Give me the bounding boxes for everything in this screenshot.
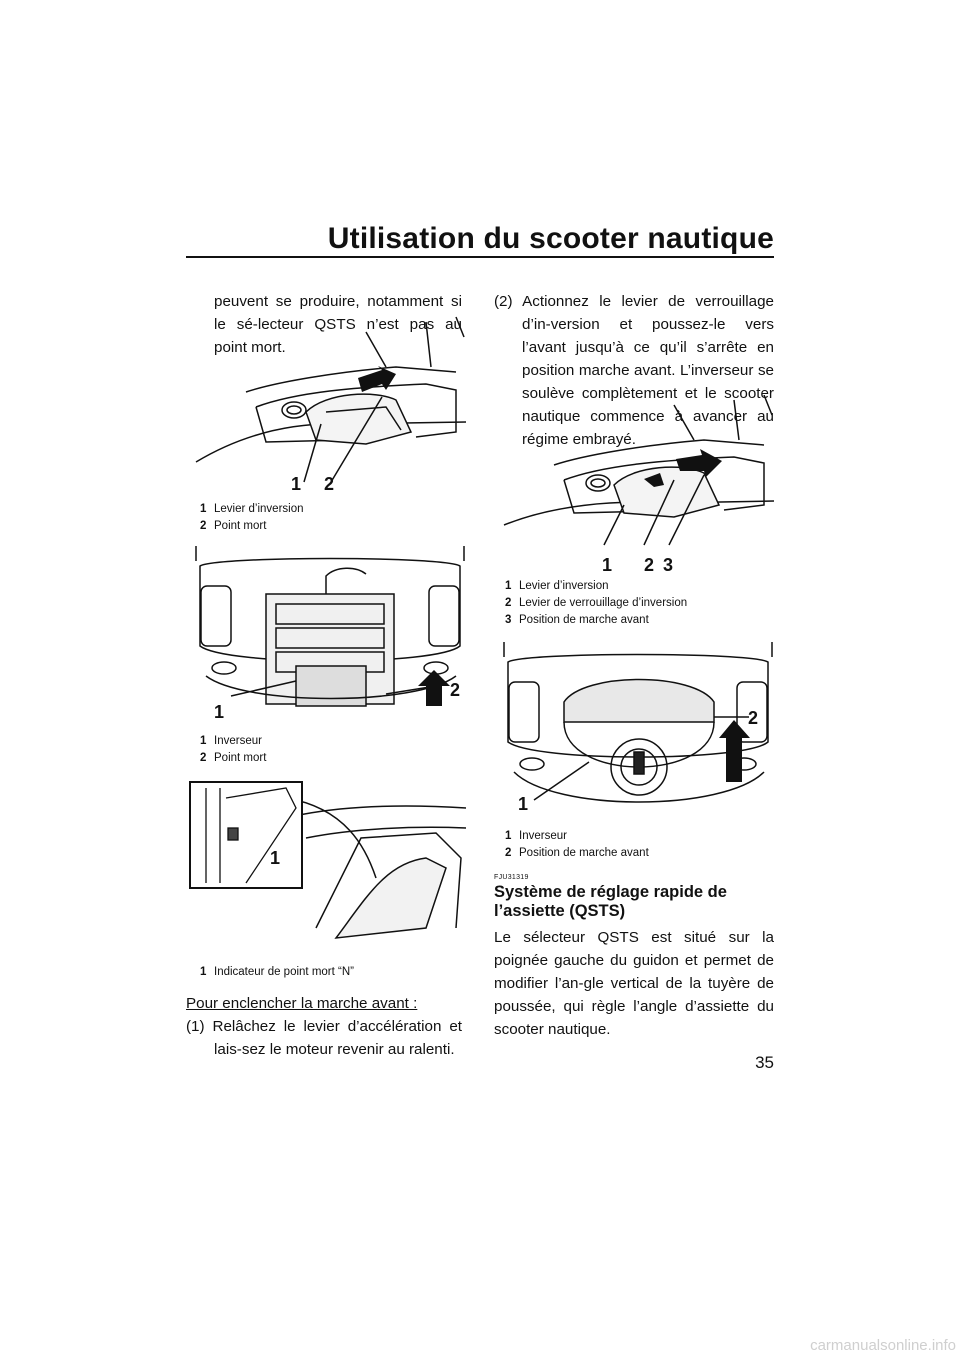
callout-2: 2 [748,708,759,728]
figure-reverse-lever-neutral: 1 2 [186,312,474,502]
figure-reverse-lock-lever: 1 2 3 [494,395,782,577]
callout-2: 2 [450,680,461,700]
qsts-paragraph: Le sélecteur QSTS est situé sur la poign… [494,929,774,1038]
watermark: carmanualsonline.info [810,1337,956,1354]
step-1-paragraph: (1) Relâchez le levier d’accélération et… [186,1018,462,1058]
section-heading: Système de réglage rapide de l’assiette … [494,883,727,920]
callout-1: 1 [270,848,281,868]
callout-2: 2 [644,555,655,575]
neutral-indicator-illustration [189,781,467,939]
callout-1: 1 [602,555,613,575]
rear-view-forward-illustration [503,642,773,803]
intro-paragraph: peuvent se produire, notamment si le sé-… [214,293,462,356]
figure-neutral-indicator: 1 [186,778,474,960]
callout-2: 2 [324,474,335,494]
callout-1: 1 [214,702,225,722]
header-divider [186,256,774,258]
forward-gear-subheading: Pour enclencher la marche avant : [186,995,418,1012]
callout-1: 1 [518,794,529,814]
callout-1: 1 [291,474,302,494]
jetski-lever-illustration [195,316,467,483]
rear-view-illustration [195,546,465,707]
page-number: 35 [755,1053,774,1072]
callout-3: 3 [663,555,674,575]
step-2-paragraph: (2) Actionnez le levier de verrouillage … [494,293,774,448]
page-title: Utilisation du scooter nautique [327,222,774,255]
lock-lever-illustration [503,395,775,546]
figure-reverse-neutral-rear: 1 2 [186,546,474,728]
figure-forward-position-rear: 1 2 [494,642,782,822]
section-code: FJU31319 [494,874,529,881]
